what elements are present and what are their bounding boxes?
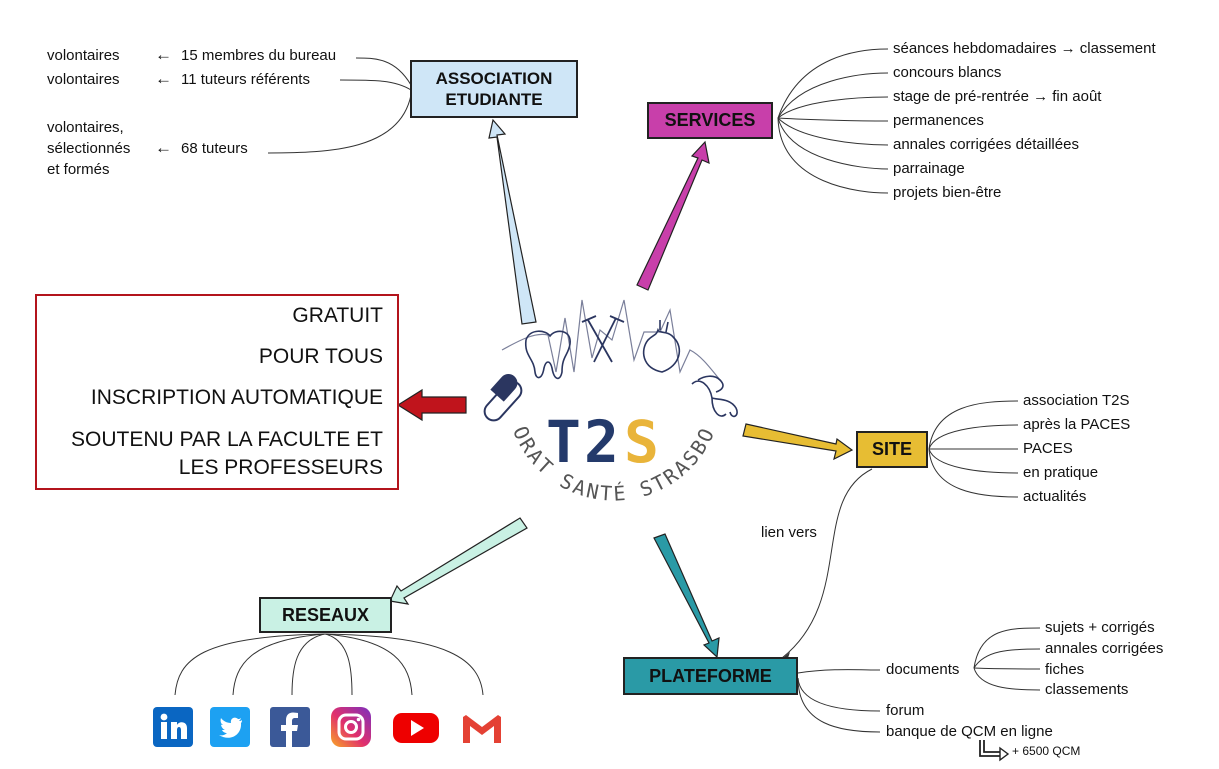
arrow-to-info-box: [396, 388, 467, 422]
documents-item: classements: [1045, 681, 1129, 698]
logo-initial-t: T: [546, 408, 581, 476]
benefits-box: GRATUIT POUR TOUS INSCRIPTION AUTOMATIQU…: [35, 294, 399, 490]
reseaux-label: RESEAUX: [281, 604, 370, 625]
site-item: en pratique: [1023, 464, 1099, 481]
link-label: lien vers: [761, 524, 817, 541]
logo-initial-s: S: [624, 408, 659, 476]
association-line1: ASSOCIATION: [435, 69, 553, 88]
association-who-1: volontaires: [47, 47, 120, 64]
association-arrow-2: ←: [155, 69, 172, 88]
gmail-icon[interactable]: [460, 707, 504, 747]
plateforme-label: PLATEFORME: [649, 665, 772, 686]
association-arrow-1: ←: [155, 45, 172, 64]
site-item: association T2S: [1023, 392, 1130, 409]
heart-icon: [642, 320, 681, 373]
crutches-icon: [581, 315, 625, 363]
services-item: annales corrigées détaillées: [893, 136, 1079, 153]
services-item: permanences: [893, 112, 984, 129]
site-item: après la PACES: [1023, 416, 1131, 433]
documents-item: fiches: [1045, 661, 1085, 678]
documents-label: documents: [886, 661, 960, 678]
site-node: SITE: [856, 431, 928, 468]
logo-initial-2: 2: [584, 408, 619, 476]
association-who-3b: sélectionnés: [47, 140, 131, 157]
association-line2: ETUDIANTE: [445, 90, 543, 109]
tooth-icon: [524, 330, 571, 380]
uterus-icon: [691, 375, 738, 418]
benefit-line: INSCRIPTION AUTOMATIQUE: [90, 386, 383, 409]
association-who-3c: et formés: [47, 161, 110, 178]
facebook-icon[interactable]: [270, 707, 310, 747]
site-item: actualités: [1023, 488, 1087, 505]
benefit-line: SOUTENU PAR LA FACULTE ET: [71, 428, 383, 451]
plateforme-node: PLATEFORME: [623, 657, 798, 695]
youtube-icon[interactable]: [392, 707, 440, 747]
benefit-line: GRATUIT: [292, 304, 383, 327]
arrow-to-plateforme: [653, 533, 720, 659]
qcm-label: banque de QCM en ligne: [886, 723, 1053, 740]
association-who-3a: volontaires,: [47, 119, 124, 136]
services-label: SERVICES: [664, 110, 756, 130]
services-item: stage de pré-rentrée → fin août: [893, 88, 1102, 105]
association-what-2: 11 tuteurs référents: [181, 71, 310, 88]
association-who-2: volontaires: [47, 71, 120, 88]
arrow-to-services: [636, 140, 710, 291]
site-item: PACES: [1023, 440, 1073, 457]
benefit-line: POUR TOUS: [258, 345, 383, 368]
benefit-line: LES PROFESSEURS: [178, 456, 383, 479]
services-node: SERVICES: [647, 102, 773, 139]
services-item: concours blancs: [893, 64, 1002, 81]
site-label: SITE: [871, 439, 912, 459]
linkedin-icon[interactable]: [153, 707, 193, 747]
arrow-to-site: [742, 423, 854, 461]
arrow-to-reseaux: [389, 517, 528, 605]
instagram-icon[interactable]: [331, 707, 371, 747]
services-item: projets bien-être: [893, 184, 1002, 201]
documents-item: annales corrigées: [1045, 640, 1164, 657]
association-what-1: 15 membres du bureau: [181, 47, 337, 64]
association-what-3: 68 tuteurs: [181, 140, 248, 157]
logo-ekg-line: [501, 299, 721, 381]
services-item: parrainage: [893, 160, 965, 177]
reseaux-node: RESEAUX: [259, 597, 392, 633]
qcm-count: + 6500 QCM: [1012, 744, 1081, 758]
services-item: séances hebdomadaires → classement: [893, 40, 1156, 57]
association-node: ASSOCIATION ETUDIANTE: [410, 60, 578, 118]
twitter-icon[interactable]: [210, 707, 250, 747]
documents-item: sujets + corrigés: [1045, 619, 1155, 636]
forum-label: forum: [886, 702, 925, 719]
pill-icon: [483, 374, 523, 422]
arrow-to-association: [488, 118, 537, 325]
association-arrow-3: ←: [155, 138, 172, 157]
